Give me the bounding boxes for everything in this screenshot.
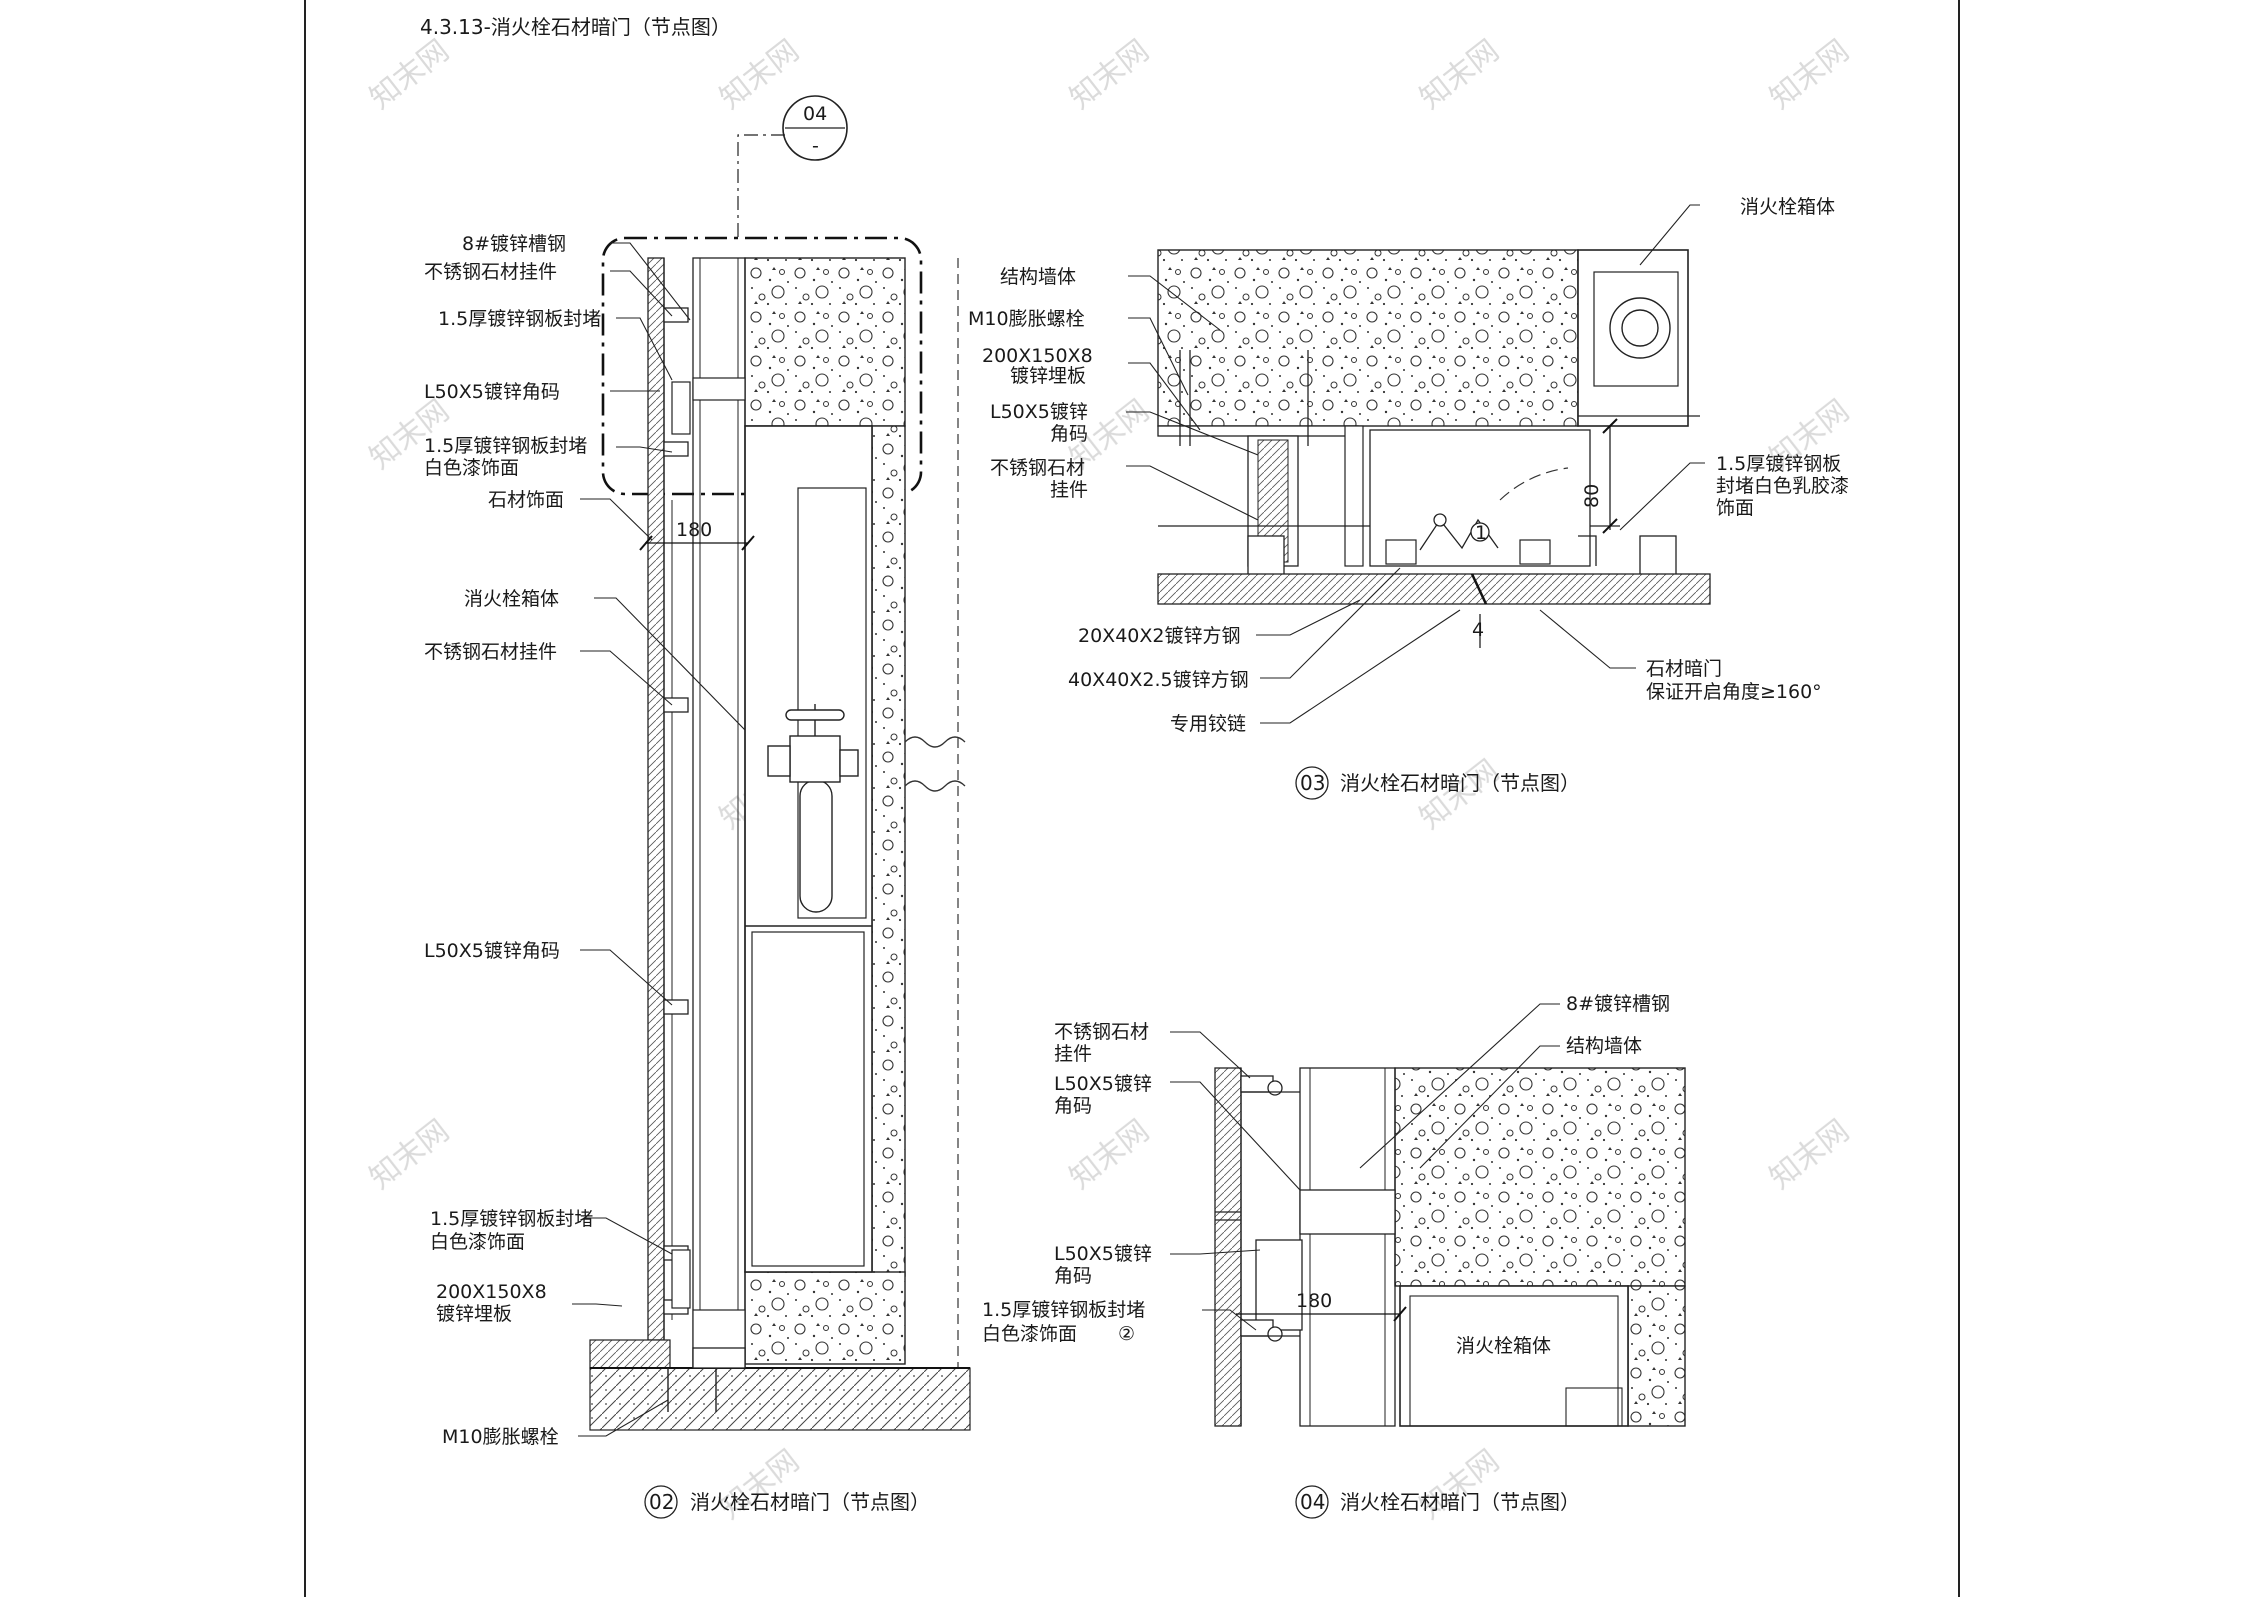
circle-mark: ② <box>1118 1323 1135 1345</box>
label-embed-plate-2: 镀锌埋板 <box>436 1303 512 1325</box>
concrete-wall-side <box>871 425 906 1277</box>
label-tube-large: 40X40X2.5镀锌方钢 <box>1068 669 1249 691</box>
callout-sheet: - <box>812 135 819 157</box>
tube-steel <box>1385 539 1417 565</box>
label-angle-top-2: 角码 <box>1054 1095 1092 1117</box>
label-stone-door-1: 石材暗门 <box>1646 658 1722 680</box>
label-hanger-2: 挂件 <box>1054 1043 1092 1065</box>
label-channel-steel: 8#镀锌槽钢 <box>462 233 566 255</box>
view-number-bubble <box>1295 1485 1329 1519</box>
label-plate-seal-top: 1.5厚镀锌钢板封堵 <box>438 308 601 330</box>
callout-leader <box>737 134 785 238</box>
label-expansion-bolt: M10膨胀螺栓 <box>442 1426 559 1448</box>
dimension-4: 4 <box>1472 619 1484 641</box>
label-expansion-bolt: M10膨胀螺栓 <box>968 308 1085 330</box>
hydrant-box <box>1577 249 1689 427</box>
label-plate-seal-bottom-1: 1.5厚镀锌钢板封堵 <box>430 1208 593 1230</box>
label-embed-plate-1: 200X150X8 <box>436 1281 547 1303</box>
label-plate-seal-paint-2: 白色漆饰面 <box>424 457 519 479</box>
label-stone-hanger-top: 不锈钢石材挂件 <box>424 261 557 283</box>
view-03-section: 1 80 4 消火栓箱体 结构墙体 M10膨胀螺栓 <box>968 196 1849 800</box>
watermark-text: 知末网 <box>363 33 455 116</box>
label-structural-wall: 结构墙体 <box>1000 266 1076 288</box>
watermark-text: 知末网 <box>713 33 805 116</box>
label-angle-bottom-2: 角码 <box>1054 1265 1092 1287</box>
view-04-section: 消火栓箱体 180 8#镀锌槽钢 结构墙体 <box>982 993 1686 1519</box>
watermark-text: 知末网 <box>1763 1113 1855 1196</box>
dimension-180: 180 <box>1296 1290 1332 1312</box>
ground <box>589 1367 971 1431</box>
view-caption: 消火栓石材暗门（节点图） <box>690 1490 930 1514</box>
label-angle-1: L50X5镀锌 <box>990 401 1088 423</box>
view-number-bubble <box>644 1485 678 1519</box>
view-number: 04 <box>1300 1490 1325 1514</box>
embed-plate <box>692 1347 746 1369</box>
label-plate-1: 1.5厚镀锌钢板 <box>1716 453 1841 475</box>
stone-door <box>1157 573 1711 605</box>
concrete-wall-top <box>744 257 906 427</box>
label-hydrant-box: 消火栓箱体 <box>464 588 559 610</box>
stone-hangers <box>663 307 689 1315</box>
view-02-section: 04 - <box>424 95 971 1519</box>
view-caption: 消火栓石材暗门（节点图） <box>1340 1490 1580 1514</box>
label-stone-finish: 石材饰面 <box>488 489 564 511</box>
label-stone-door-2: 保证开启角度≥160° <box>1646 681 1822 703</box>
concrete-wall-bottom <box>744 1271 906 1365</box>
label-angle-bottom-1: L50X5镀锌 <box>1054 1243 1152 1265</box>
tube-steel <box>1519 539 1551 565</box>
floor-slab <box>589 1339 671 1369</box>
stone-facing <box>1214 1067 1242 1427</box>
label-embed-plate-2: 镀锌埋板 <box>1010 365 1086 387</box>
stone-facing <box>647 257 665 1341</box>
label-plate-2: 白色漆饰面 <box>982 1323 1077 1345</box>
label-hydrant-box: 消火栓箱体 <box>1740 196 1835 218</box>
hydrant-box <box>1399 1285 1629 1427</box>
hinge-mark: 1 <box>1475 522 1487 544</box>
label-stone-hanger-mid: 不锈钢石材挂件 <box>424 641 557 663</box>
label-plate-seal-paint-1: 1.5厚镀锌钢板封堵 <box>424 435 587 457</box>
callout-number: 04 <box>803 103 827 125</box>
label-angle-mid: L50X5镀锌角码 <box>424 940 560 962</box>
label-hydrant-box: 消火栓箱体 <box>1456 1335 1551 1357</box>
label-plate-1: 1.5厚镀锌钢板封堵 <box>982 1299 1145 1321</box>
view-number: 02 <box>649 1490 674 1514</box>
channel-steel <box>1299 1067 1396 1427</box>
label-plate-2: 封堵白色乳胶漆 <box>1716 475 1849 497</box>
watermark-text: 知末网 <box>1413 33 1505 116</box>
watermark-text: 知末网 <box>363 1113 455 1196</box>
view-caption: 消火栓石材暗门（节点图） <box>1340 771 1580 795</box>
label-hanger-1: 不锈钢石材 <box>1054 1021 1149 1043</box>
label-hinge: 专用铰链 <box>1170 713 1246 735</box>
label-plate-seal-bottom-2: 白色漆饰面 <box>430 1231 525 1253</box>
label-hanger-1: 不锈钢石材 <box>990 457 1085 479</box>
label-angle-top: L50X5镀锌角码 <box>424 381 560 403</box>
concrete-wall <box>1394 1067 1686 1287</box>
label-angle-top-1: L50X5镀锌 <box>1054 1073 1152 1095</box>
concrete-wall <box>1157 249 1579 427</box>
watermark-text: 知末网 <box>1063 33 1155 116</box>
concrete-wall-side <box>1627 1285 1686 1427</box>
fire-valve <box>767 704 859 913</box>
view-number: 03 <box>1300 771 1325 795</box>
door-swing-arc <box>1499 467 1569 501</box>
hinge <box>1419 513 1499 551</box>
dimension-80: 80 <box>1581 484 1603 508</box>
label-angle-2: 角码 <box>1050 423 1088 445</box>
label-embed-plate-1: 200X150X8 <box>982 345 1093 367</box>
watermark-text: 知末网 <box>1763 33 1855 116</box>
view-number-bubble <box>1295 766 1329 800</box>
watermark-text: 知末网 <box>1063 1113 1155 1196</box>
label-channel-steel: 8#镀锌槽钢 <box>1566 993 1670 1015</box>
label-structural-wall: 结构墙体 <box>1566 1035 1642 1057</box>
sheet-title: 4.3.13-消火栓石材暗门（节点图） <box>420 15 731 39</box>
label-hanger-2: 挂件 <box>1050 479 1088 501</box>
dimension-180: 180 <box>676 519 712 541</box>
label-plate-3: 饰面 <box>1716 497 1754 519</box>
label-tube-small: 20X40X2镀锌方钢 <box>1078 625 1240 647</box>
